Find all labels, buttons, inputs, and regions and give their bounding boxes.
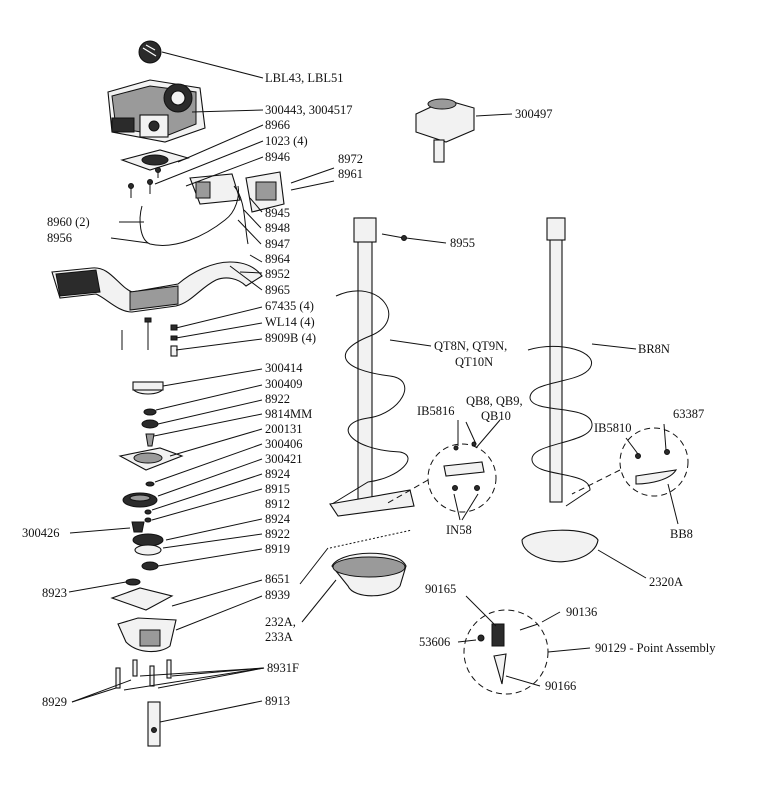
- label-8909b: 8909B (4): [265, 331, 316, 345]
- label-8948: 8948: [265, 221, 290, 235]
- guard-232a: [331, 552, 407, 597]
- br8n-auger: [527, 217, 593, 507]
- chain-8651: [329, 529, 413, 549]
- handle-bolts: [121, 317, 178, 357]
- blade-detail-br: [571, 427, 689, 497]
- label-8924-a: 8924: [265, 467, 291, 481]
- mount-screws: [128, 167, 161, 198]
- label-8913: 8913: [265, 694, 290, 708]
- label-63387: 63387: [673, 407, 704, 421]
- label-qt-line2: QT10N: [455, 355, 493, 369]
- label-8651: 8651: [265, 572, 290, 586]
- label-8939: 8939: [265, 588, 290, 602]
- label-8919: 8919: [265, 542, 290, 556]
- label-8931f: 8931F: [267, 661, 299, 675]
- label-233a: 233A: [265, 630, 293, 644]
- label-53606: 53606: [419, 635, 450, 649]
- handlebar-part: [51, 261, 263, 313]
- label-300414: 300414: [265, 361, 303, 375]
- label-8964: 8964: [265, 252, 291, 266]
- label-engine: 300443, 3004517: [265, 103, 353, 117]
- label-8960: 8960 (2): [47, 215, 90, 229]
- label-ib5810: IB5810: [594, 421, 632, 435]
- label-wl14: WL14 (4): [265, 315, 315, 329]
- label-90166: 90166: [545, 679, 576, 693]
- label-8922-b: 8922: [265, 527, 290, 541]
- label-8912: 8912: [265, 497, 290, 511]
- label-ib5816: IB5816: [417, 404, 455, 418]
- label-300426: 300426: [22, 526, 60, 540]
- label-8923: 8923: [42, 586, 67, 600]
- label-8961: 8961: [338, 167, 363, 181]
- label-300421: 300421: [265, 452, 303, 466]
- label-67435: 67435 (4): [265, 299, 314, 313]
- label-lbl43: LBL43, LBL51: [265, 71, 343, 85]
- label-1023: 1023 (4): [265, 134, 308, 148]
- decal-ball: [138, 40, 162, 64]
- label-qb-line1: QB8, QB9,: [466, 394, 523, 408]
- label-8955: 8955: [450, 236, 475, 250]
- gearbox-stack: [110, 381, 184, 653]
- label-8966: 8966: [265, 118, 290, 132]
- label-8952: 8952: [265, 267, 290, 281]
- set-bolt-8955: [381, 233, 407, 241]
- label-8946: 8946: [265, 150, 290, 164]
- qt-auger: [329, 217, 415, 517]
- label-200131: 200131: [265, 422, 303, 436]
- label-300406: 300406: [265, 437, 303, 451]
- label-8956: 8956: [47, 231, 72, 245]
- leader-lines: [68, 51, 679, 723]
- label-8922-a: 8922: [265, 392, 290, 406]
- point-assembly-detail: [463, 609, 549, 695]
- throttle-bracket: [189, 171, 285, 213]
- label-2320a: 2320A: [649, 575, 683, 589]
- label-in58: IN58: [446, 523, 472, 537]
- engine-part: [107, 79, 206, 143]
- auger-adapter: [415, 98, 475, 163]
- throttle-cable: [139, 185, 249, 246]
- label-8965: 8965: [265, 283, 290, 297]
- blade-guard-2320a: [521, 529, 599, 563]
- label-300409: 300409: [265, 377, 303, 391]
- label-8945: 8945: [265, 206, 290, 220]
- label-90165: 90165: [425, 582, 456, 596]
- label-qb-line2: QB10: [481, 409, 511, 423]
- label-90136: 90136: [566, 605, 597, 619]
- label-qt-line1: QT8N, QT9N,: [434, 339, 507, 353]
- label-8947: 8947: [265, 237, 290, 251]
- label-8924-b: 8924: [265, 512, 291, 526]
- label-9814mm: 9814MM: [265, 407, 312, 421]
- label-8929: 8929: [42, 695, 67, 709]
- label-8972: 8972: [338, 152, 363, 166]
- shaft-pins: [115, 659, 172, 747]
- label-br8n: BR8N: [638, 342, 670, 356]
- label-point-assembly: 90129 - Point Assembly: [595, 641, 716, 655]
- gasket-plate: [120, 149, 190, 171]
- label-8915: 8915: [265, 482, 290, 496]
- label-bb8: BB8: [670, 527, 693, 541]
- label-300497: 300497: [515, 107, 553, 121]
- label-232a: 232A,: [265, 615, 296, 629]
